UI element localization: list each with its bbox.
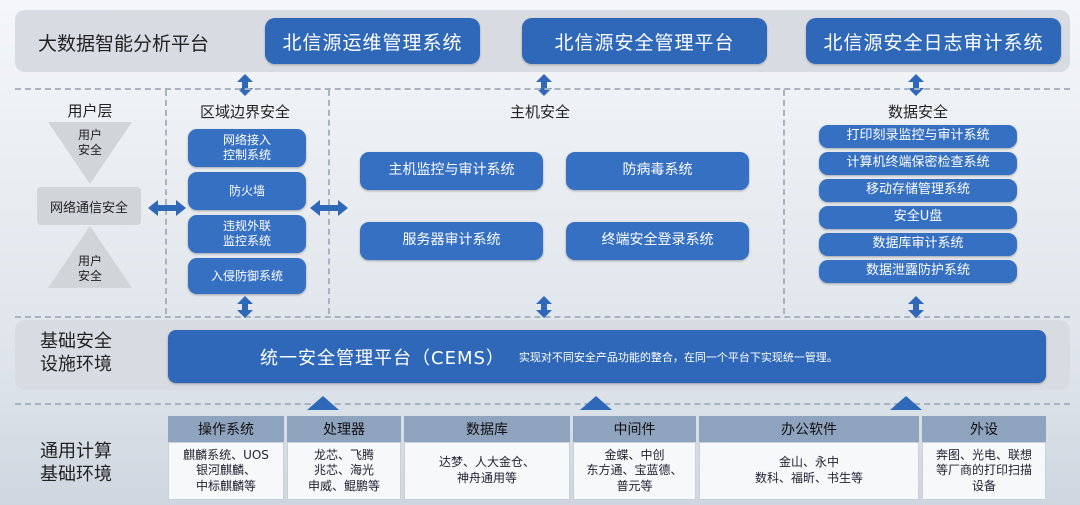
divider-middle: [15, 316, 1070, 318]
infra-label: 基础安全 设施环境: [40, 331, 112, 376]
network-communication-box: 网络通信安全: [37, 187, 141, 225]
column-head: 操作系统: [168, 416, 284, 442]
column-body: 金山、永中 数科、福昕、书生等: [699, 442, 919, 500]
column-body: 奔图、光电、联想 等厂商的打印扫描 设备: [922, 442, 1046, 500]
data-security-title: 数据安全: [887, 103, 948, 121]
arrow-top-1: [237, 74, 253, 96]
column-body: 达梦、人大金仓、 神舟通用等: [404, 442, 570, 500]
arrow-mid-1: [237, 296, 253, 318]
column-peripherals: 外设 奔图、光电、联想 等厂商的打印扫描 设备: [922, 416, 1046, 500]
data-leak-prevention-button[interactable]: 数据泄露防护系统: [819, 260, 1017, 283]
host-security-title: 主机安全: [509, 103, 570, 121]
computing-grid: 操作系统 麒麟系统、UOS 银河麒麟、 中标麒麟等 处理器 龙芯、飞腾 兆芯、海…: [168, 416, 1046, 500]
cems-description: 实现对不同安全产品功能的整合，在同一个平台下实现统一管理。: [518, 350, 838, 364]
column-body: 金蝶、中创 东方通、宝蓝德、 普元等: [573, 442, 696, 500]
user-security-bottom-label: 用户 安全: [77, 254, 102, 283]
user-security-top-triangle: [48, 122, 132, 184]
secure-usb-button[interactable]: 安全U盘: [819, 206, 1017, 229]
cems-title: 统一安全管理平台（CEMS）: [260, 347, 505, 369]
column-head: 外设: [922, 416, 1046, 442]
arrow-mid-2: [536, 296, 552, 318]
region-security-title: 区域边界安全: [199, 103, 290, 121]
ops-management-pill[interactable]: 北信源运维管理系统: [265, 18, 480, 64]
security-management-pill[interactable]: 北信源安全管理平台: [522, 18, 767, 64]
arrow-user-region: [148, 200, 186, 216]
column-os: 操作系统 麒麟系统、UOS 银河麒麟、 中标麒麟等: [168, 416, 284, 500]
outreach-monitor-button[interactable]: 违规外联 监控系统: [188, 215, 306, 253]
computing-label: 通用计算 基础环境: [40, 441, 112, 486]
up-arrow-2: [580, 396, 612, 410]
user-layer-title: 用户层: [67, 102, 113, 120]
firewall-button[interactable]: 防火墙: [188, 172, 306, 210]
column-head: 数据库: [404, 416, 570, 442]
up-arrow-3: [890, 396, 922, 410]
terminal-secrecy-check-button[interactable]: 计算机终端保密检查系统: [819, 152, 1017, 175]
mobile-storage-button[interactable]: 移动存储管理系统: [819, 179, 1017, 202]
print-burn-audit-button[interactable]: 打印刻录监控与审计系统: [819, 125, 1017, 148]
column-head: 处理器: [287, 416, 401, 442]
column-head: 中间件: [573, 416, 696, 442]
arrow-top-2: [536, 74, 552, 96]
divider-v-1: [165, 90, 167, 314]
user-security-bottom-triangle: [48, 226, 132, 288]
arrow-region-host: [310, 200, 348, 216]
server-audit-button[interactable]: 服务器审计系统: [360, 222, 543, 260]
divider-v-2: [328, 90, 330, 314]
divider-bottom: [15, 403, 1070, 405]
intrusion-prevention-button[interactable]: 入侵防御系统: [188, 258, 306, 294]
host-monitor-audit-button[interactable]: 主机监控与审计系统: [360, 152, 543, 190]
arrow-top-3: [908, 74, 924, 96]
antivirus-button[interactable]: 防病毒系统: [566, 152, 749, 190]
database-audit-button[interactable]: 数据库审计系统: [819, 233, 1017, 256]
terminal-login-button[interactable]: 终端安全登录系统: [566, 222, 749, 260]
column-middleware: 中间件 金蝶、中创 东方通、宝蓝德、 普元等: [573, 416, 696, 500]
up-arrow-1: [307, 396, 339, 410]
divider-top: [15, 88, 1070, 90]
column-body: 龙芯、飞腾 兆芯、海光 申威、鲲鹏等: [287, 442, 401, 500]
user-security-top-label: 用户 安全: [77, 128, 102, 157]
platform-title: 大数据智能分析平台: [38, 33, 210, 55]
column-cpu: 处理器 龙芯、飞腾 兆芯、海光 申威、鲲鹏等: [287, 416, 401, 500]
column-db: 数据库 达梦、人大金仓、 神舟通用等: [404, 416, 570, 500]
network-access-control-button[interactable]: 网络接入 控制系统: [188, 129, 306, 167]
log-audit-pill[interactable]: 北信源安全日志审计系统: [806, 18, 1061, 64]
divider-v-3: [783, 90, 785, 314]
arrow-mid-3: [908, 296, 924, 318]
column-office: 办公软件 金山、永中 数科、福昕、书生等: [699, 416, 919, 500]
column-body: 麒麟系统、UOS 银河麒麟、 中标麒麟等: [168, 442, 284, 500]
column-head: 办公软件: [699, 416, 919, 442]
cems-bar[interactable]: 统一安全管理平台（CEMS） 实现对不同安全产品功能的整合，在同一个平台下实现统…: [168, 330, 1046, 383]
